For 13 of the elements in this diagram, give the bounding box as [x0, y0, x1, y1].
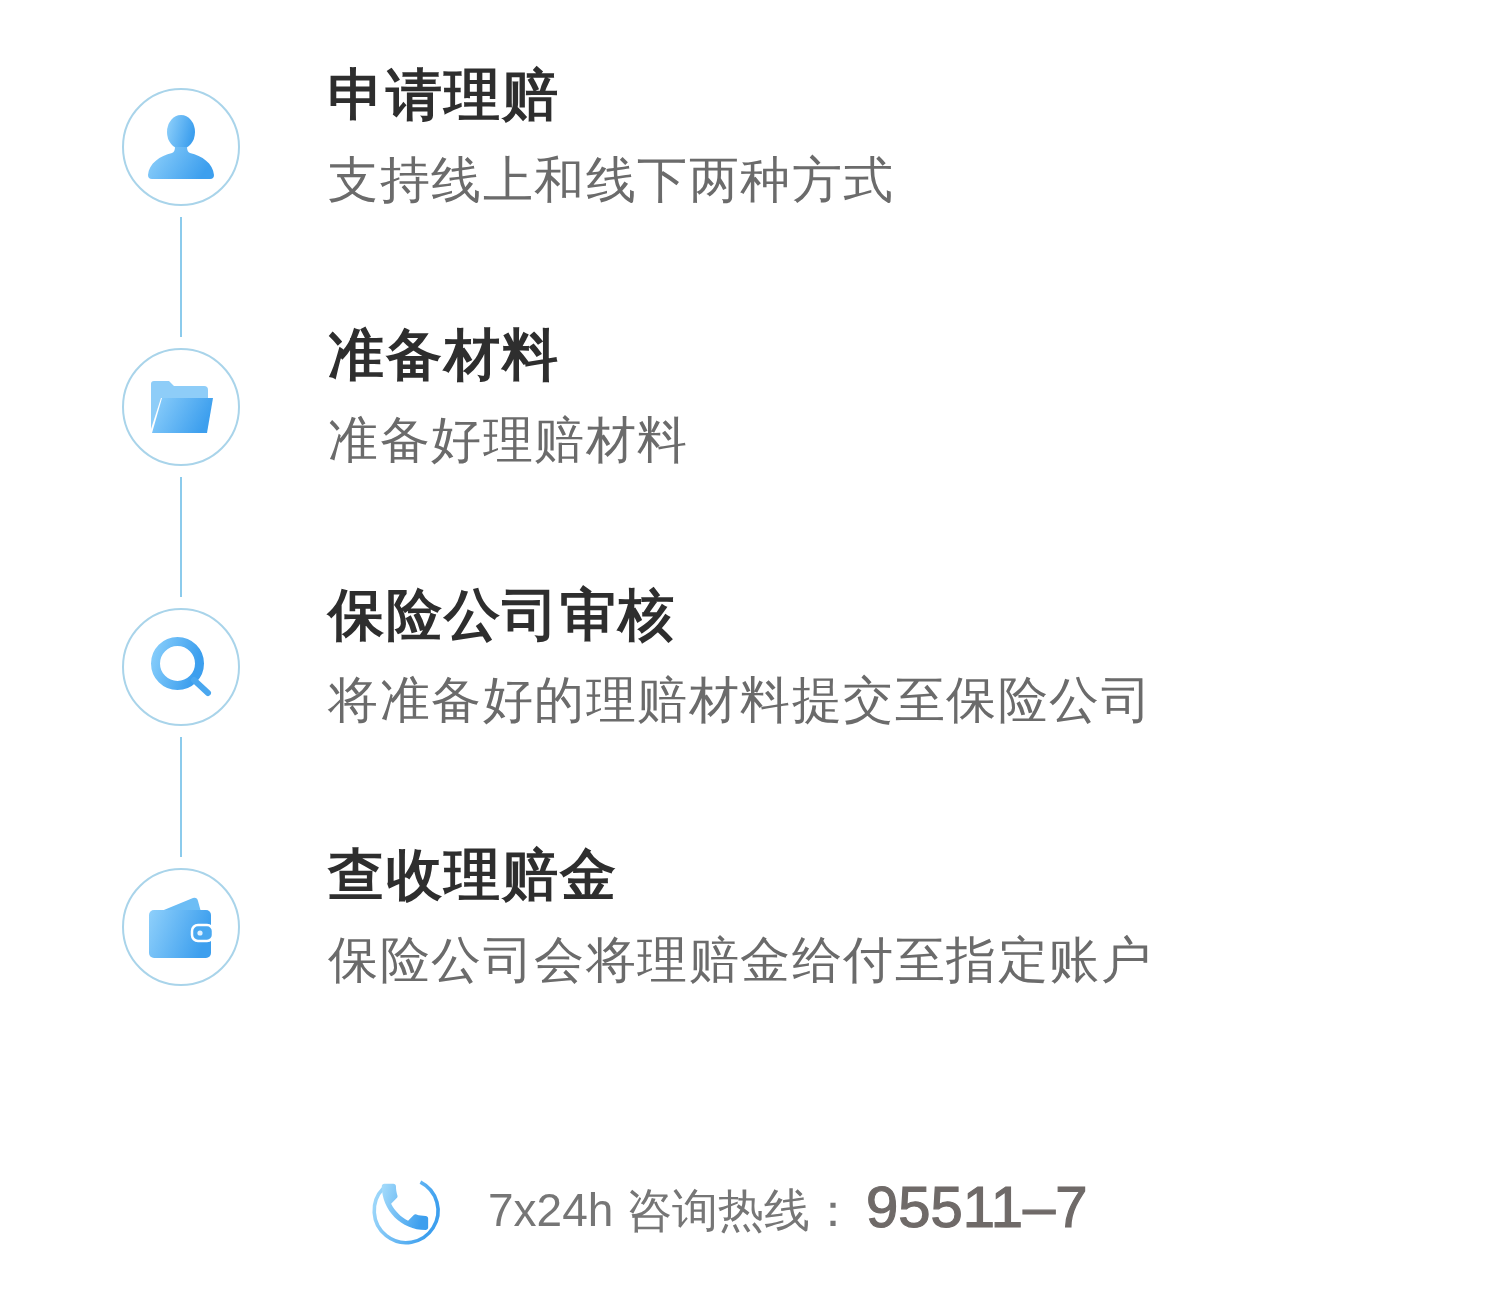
step-title: 准备材料 [328, 322, 561, 388]
step-title: 保险公司审核 [328, 582, 677, 648]
connector-line [180, 736, 182, 858]
connector-line [180, 216, 182, 338]
step-description: 将准备好的理赔材料提交至保险公司 [328, 671, 1152, 730]
hotline-label: 7x24h 咨询热线： [488, 1182, 857, 1238]
step-description: 保险公司会将理赔金给付至指定账户 [328, 931, 1152, 990]
step-title: 申请理赔 [328, 62, 561, 128]
connector-line [180, 476, 182, 598]
phone-number: 95511–7 [866, 1173, 1088, 1241]
step-title: 查收理赔金 [328, 842, 619, 908]
step-description: 准备好理赔材料 [328, 411, 689, 470]
step-description: 支持线上和线下两种方式 [328, 151, 895, 210]
